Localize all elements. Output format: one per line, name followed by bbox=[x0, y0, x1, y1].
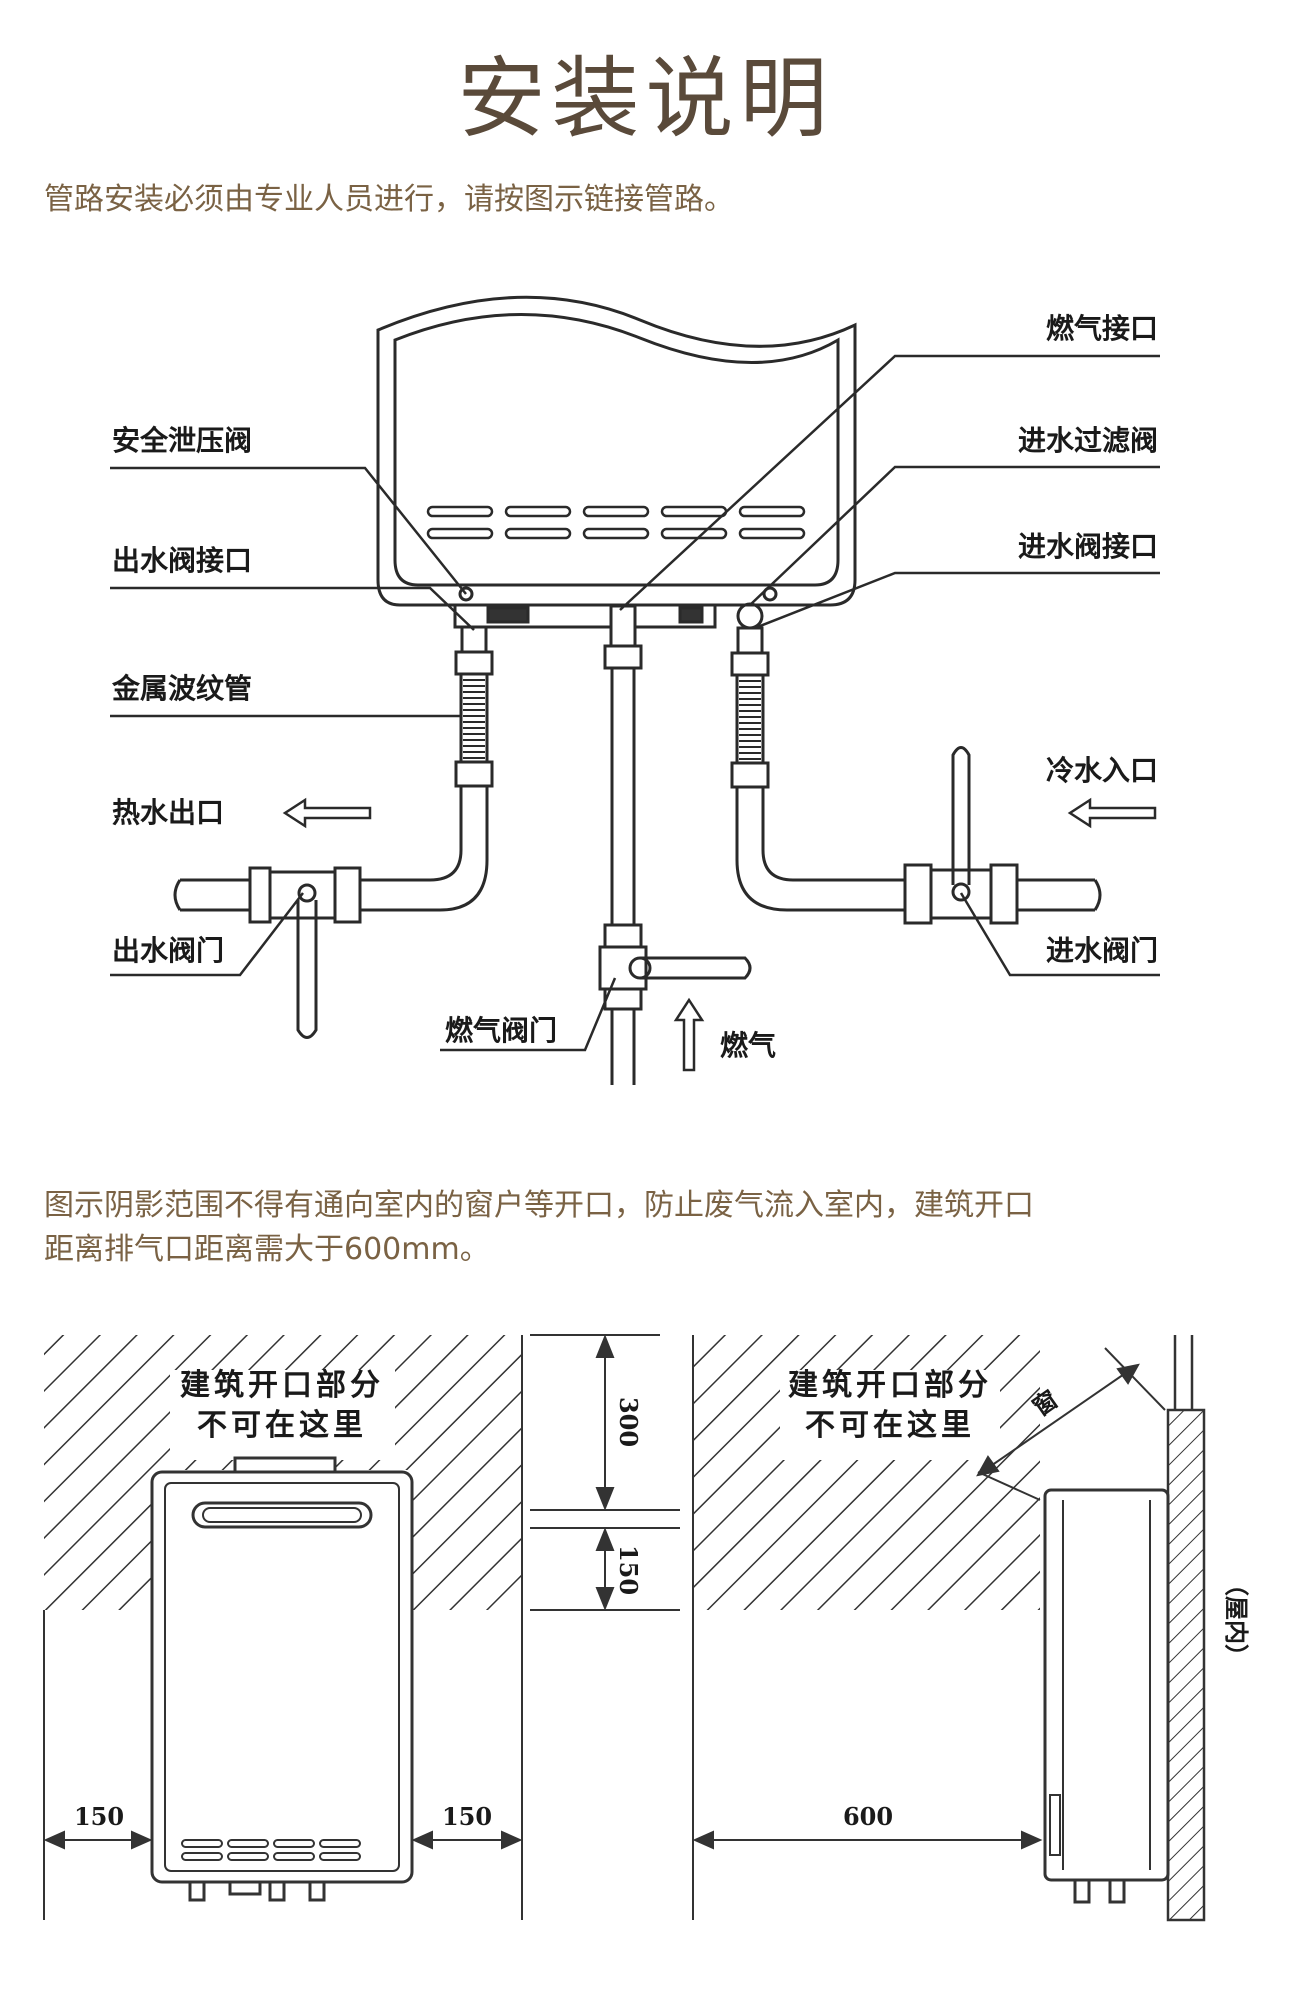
label-inlet-filter-valve: 进水过滤阀 bbox=[1018, 424, 1158, 457]
heater-body bbox=[376, 295, 857, 607]
label-outlet-valve-port: 出水阀接口 bbox=[112, 544, 252, 577]
heater-front-view bbox=[150, 1456, 414, 1902]
label-gas: 燃气 bbox=[720, 1029, 776, 1062]
cold-water-arrow-icon bbox=[1067, 797, 1157, 829]
gas-arrow-icon bbox=[673, 997, 705, 1072]
window-dimension bbox=[976, 1347, 1166, 1501]
label-safety-valve: 安全泄压阀 bbox=[112, 424, 252, 457]
label-inlet-valve: 进水阀门 bbox=[1046, 934, 1158, 967]
dimension-600 bbox=[692, 1830, 1043, 1850]
piping-diagram: 安全泄压阀 出水阀接口 金属波纹管 热水出口 出水阀门 燃气接口 进水过滤阀 进… bbox=[110, 295, 1160, 1085]
safety-valve-icon bbox=[458, 586, 474, 602]
zone-label-side-2: 不可在这里 bbox=[805, 1408, 975, 1443]
label-inlet-valve-port: 进水阀接口 bbox=[1018, 530, 1158, 563]
dim-150-right: 150 bbox=[442, 1802, 492, 1831]
dim-600: 600 bbox=[843, 1802, 893, 1831]
indoor-label: （屋内） bbox=[1222, 1572, 1251, 1668]
warning-line-2: 距离排气口距离需大于600mm。 bbox=[44, 1232, 490, 1267]
cold-water-pipe bbox=[730, 602, 1102, 925]
label-outlet-valve: 出水阀门 bbox=[112, 934, 224, 967]
page-title: 安装说明 bbox=[457, 47, 834, 150]
dim-150-vertical: 150 bbox=[614, 1545, 643, 1595]
intro-text: 管路安装必须由专业人员进行，请按图示链接管路。 bbox=[44, 182, 734, 217]
vertical-dimensions bbox=[530, 1334, 680, 1611]
vent-slots bbox=[426, 505, 806, 540]
no-opening-zone-front bbox=[43, 1335, 523, 1920]
hot-water-pipe bbox=[173, 625, 494, 1039]
leader-lines bbox=[110, 354, 1160, 1052]
label-gas-valve: 燃气阀门 bbox=[445, 1014, 557, 1047]
label-cold-water-in: 冷水入口 bbox=[1046, 754, 1158, 787]
heater-side-view bbox=[1043, 1488, 1170, 1904]
label-metal-hose: 金属波纹管 bbox=[111, 672, 252, 705]
zone-label-front-2: 不可在这里 bbox=[197, 1408, 367, 1443]
zone-label-side-1: 建筑开口部分 bbox=[788, 1368, 992, 1403]
wall bbox=[1166, 1335, 1206, 1922]
gas-pipe bbox=[598, 604, 752, 1085]
warning-line-1: 图示阴影范围不得有通向室内的窗户等开口，防止废气流入室内，建筑开口 bbox=[44, 1188, 1034, 1223]
label-gas-port: 燃气接口 bbox=[1046, 312, 1158, 345]
clearance-diagram: 建筑开口部分 不可在这里 300 150 150 15 bbox=[43, 1334, 1251, 1922]
hot-water-arrow-icon bbox=[282, 797, 372, 829]
dim-300: 300 bbox=[614, 1397, 643, 1447]
label-hot-water-out: 热水出口 bbox=[112, 796, 224, 829]
dim-150-left: 150 bbox=[74, 1802, 124, 1831]
horizontal-dimensions-front bbox=[43, 1830, 523, 1850]
zone-label-front-1: 建筑开口部分 bbox=[180, 1368, 384, 1403]
